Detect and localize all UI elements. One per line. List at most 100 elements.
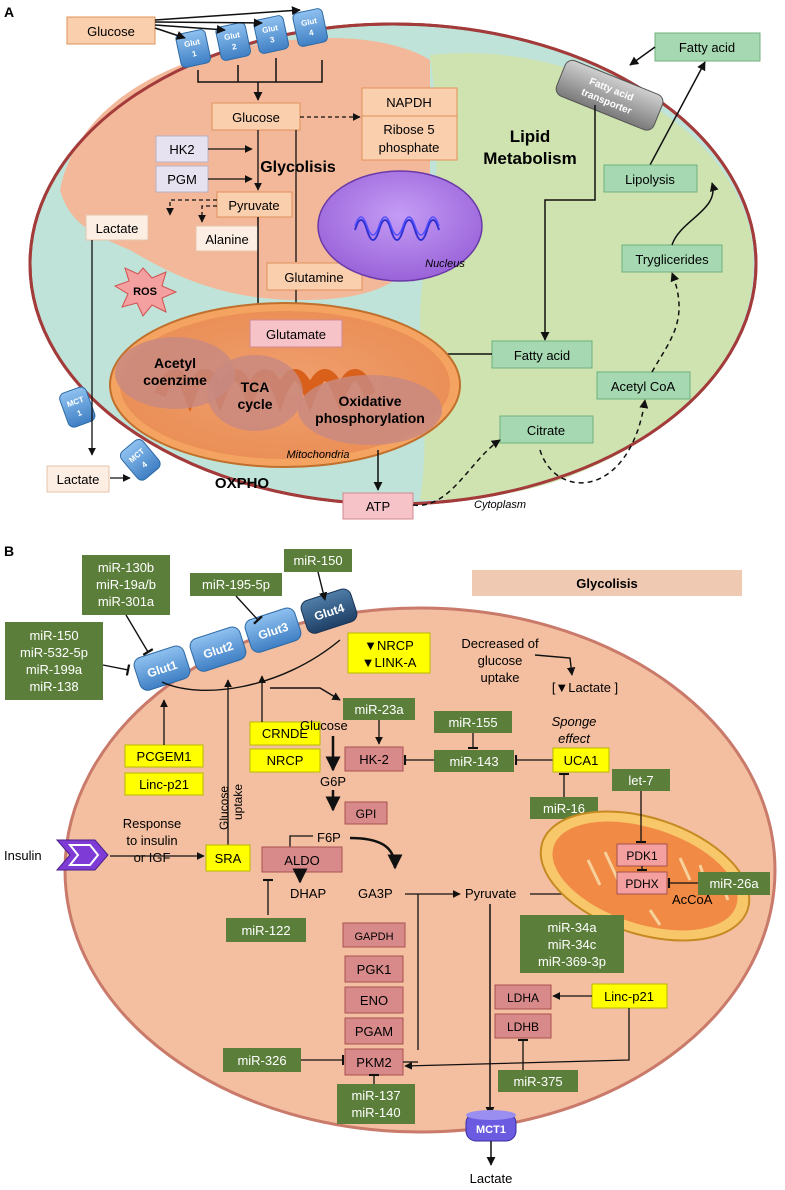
pcgem1-box: PCGEM1 xyxy=(124,744,204,768)
svg-text:Alanine: Alanine xyxy=(205,232,248,247)
svg-text:Tryglicerides: Tryglicerides xyxy=(635,252,709,267)
svg-text:phosphorylation: phosphorylation xyxy=(315,410,425,426)
mct1-b: MCT1 xyxy=(465,1110,517,1142)
pyruvate-branches xyxy=(166,199,217,223)
svg-text:Glut: Glut xyxy=(183,37,201,49)
svg-text:cycle: cycle xyxy=(237,396,272,412)
svg-text:Glycolisis: Glycolisis xyxy=(576,576,637,591)
svg-text:NAPDH: NAPDH xyxy=(386,95,432,110)
svg-text:miR-19a/b: miR-19a/b xyxy=(96,577,156,592)
acoa-to-trig xyxy=(651,272,680,373)
svg-text:Fatty acid: Fatty acid xyxy=(679,40,735,55)
mir-375-box: miR-375 xyxy=(498,1070,578,1092)
svg-text:Lactate: Lactate xyxy=(57,472,100,487)
lipid-metabolism-label: Lipid Metabolism xyxy=(483,127,577,168)
svg-text:▼LINK-A: ▼LINK-A xyxy=(362,655,417,670)
svg-text:effect: effect xyxy=(558,731,591,746)
eno-box: ENO xyxy=(344,986,404,1014)
svg-text:LDHB: LDHB xyxy=(507,1020,539,1034)
glycolisis-label: Glycolisis xyxy=(260,159,336,176)
lipolysis-box: Lipolysis xyxy=(603,164,698,193)
svg-text:miR-369-3p: miR-369-3p xyxy=(538,954,606,969)
svg-text:miR-155: miR-155 xyxy=(448,715,497,730)
panel-b-label: B xyxy=(4,543,14,559)
svg-text:ROS: ROS xyxy=(133,286,157,298)
citrate-to-acoa xyxy=(539,399,649,484)
svg-text:miR-150: miR-150 xyxy=(29,628,78,643)
svg-text:let-7: let-7 xyxy=(628,773,653,788)
svg-text:4: 4 xyxy=(140,460,150,470)
mir-195-box: miR-195-5p xyxy=(190,573,282,596)
decreased-uptake-label: Decreased of glucose uptake xyxy=(461,636,539,685)
svg-text:PKM2: PKM2 xyxy=(356,1055,391,1070)
svg-text:LDHA: LDHA xyxy=(507,991,539,1005)
ga3p-label: GA3P xyxy=(358,886,393,901)
atp-box: ATP xyxy=(342,492,414,520)
glycolisis-banner: Glycolisis xyxy=(472,570,742,596)
sponge-effect-label: Sponge effect xyxy=(552,714,597,746)
svg-text:GPI: GPI xyxy=(356,807,377,821)
svg-text:Mitochondria: Mitochondria xyxy=(287,449,350,461)
lactate-out-box: Lactate xyxy=(46,465,110,493)
uca1-box: UCA1 xyxy=(552,747,610,773)
svg-text:Glucose: Glucose xyxy=(232,110,280,125)
svg-text:miR-375: miR-375 xyxy=(513,1074,562,1089)
svg-text:4: 4 xyxy=(308,28,315,38)
mir-122-box: miR-122 xyxy=(226,918,306,942)
svg-text:2: 2 xyxy=(231,42,238,52)
svg-text:Glutamine: Glutamine xyxy=(284,270,343,285)
svg-text:SRA: SRA xyxy=(215,851,242,866)
dhap-label: DHAP xyxy=(290,886,326,901)
svg-text:Oxidative: Oxidative xyxy=(338,393,401,409)
svg-text:miR-301a: miR-301a xyxy=(98,594,155,609)
svg-text:Glucose: Glucose xyxy=(217,786,231,830)
svg-text:HK2: HK2 xyxy=(169,142,194,157)
f6p-label: F6P xyxy=(317,830,341,845)
mir-150-left-box: miR-150 miR-532-5p miR-199a miR-138 xyxy=(5,622,103,700)
gpi-box: GPI xyxy=(344,801,388,825)
svg-text:miR-138: miR-138 xyxy=(29,679,78,694)
svg-text:UCA1: UCA1 xyxy=(564,753,599,768)
mir-26a-box: miR-26a xyxy=(698,872,770,895)
svg-text:ENO: ENO xyxy=(360,993,388,1008)
linc-p21-right-box: Linc-p21 xyxy=(591,983,668,1009)
svg-text:miR-143: miR-143 xyxy=(449,754,498,769)
g6p-label: G6P xyxy=(320,774,346,789)
aldo-box: ALDO xyxy=(261,846,343,873)
svg-text:miR-140: miR-140 xyxy=(351,1105,400,1120)
svg-text:miR-130b: miR-130b xyxy=(98,560,154,575)
svg-text:3: 3 xyxy=(269,35,276,45)
pyruvate-label-b: Pyruvate xyxy=(465,886,516,901)
svg-text:Decreased of: Decreased of xyxy=(461,636,539,651)
svg-text:Glut: Glut xyxy=(300,16,318,28)
svg-text:MCT1: MCT1 xyxy=(476,1124,506,1136)
svg-text:or IGF: or IGF xyxy=(134,850,171,865)
sra-box: SRA xyxy=(205,844,251,872)
mir143-inhibitions xyxy=(403,733,553,766)
svg-text:PGK1: PGK1 xyxy=(357,962,392,977)
lactate-box-a: Lactate xyxy=(85,214,149,241)
svg-text:miR-137: miR-137 xyxy=(351,1088,400,1103)
trig-to-lipolysis xyxy=(671,182,719,246)
svg-text:Ribose 5: Ribose 5 xyxy=(383,122,434,137)
svg-text:PCGEM1: PCGEM1 xyxy=(137,749,192,764)
svg-text:uptake: uptake xyxy=(480,670,519,685)
svg-text:Glutamate: Glutamate xyxy=(266,327,326,342)
gapdh-box: GAPDH xyxy=(342,922,406,948)
fatty-acid-outside-box: Fatty acid xyxy=(654,32,761,62)
svg-text:Lipid: Lipid xyxy=(510,127,551,146)
acetyl-coa-box: Acetyl CoA xyxy=(596,371,691,400)
hk2-box: HK2 xyxy=(155,135,209,163)
svg-text:miR-34c: miR-34c xyxy=(548,937,597,952)
svg-text:Glut: Glut xyxy=(223,30,241,42)
f6p-to-ga3p xyxy=(349,836,403,870)
svg-text:PDHX: PDHX xyxy=(625,877,658,891)
mitochondria-a: Acetyl coenzime TCA cycle Oxidative phos… xyxy=(109,302,461,468)
pyruvate-box-a: Pyruvate xyxy=(216,191,293,218)
svg-text:miR-122: miR-122 xyxy=(241,923,290,938)
f6p-line xyxy=(289,835,313,848)
mir-155-box: miR-155 xyxy=(434,711,512,733)
nrcp-box: NRCP xyxy=(249,748,321,773)
mct1-a: MCT 1 xyxy=(59,386,96,428)
